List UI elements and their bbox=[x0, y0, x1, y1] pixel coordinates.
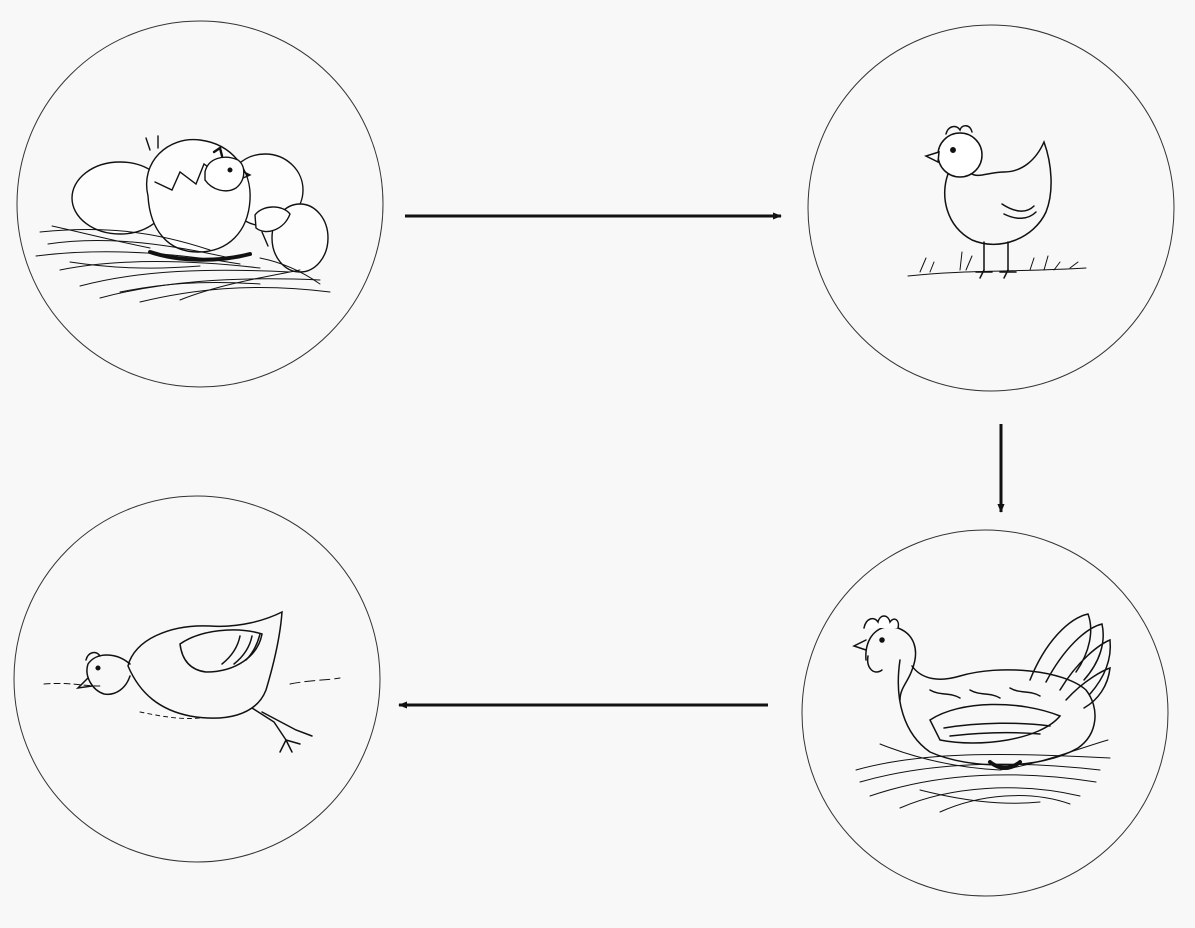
stage-circle-2 bbox=[807, 24, 1175, 392]
stage-circle-1 bbox=[16, 20, 384, 388]
stage-circle-3 bbox=[801, 529, 1169, 897]
hen-on-nest-icon bbox=[852, 613, 1112, 813]
hen-pecking-ground-icon bbox=[43, 610, 341, 753]
baby-chick-icon bbox=[907, 125, 1087, 279]
chick-hatching-from-egg-icon bbox=[35, 135, 331, 303]
stage-circle-4 bbox=[13, 495, 381, 863]
